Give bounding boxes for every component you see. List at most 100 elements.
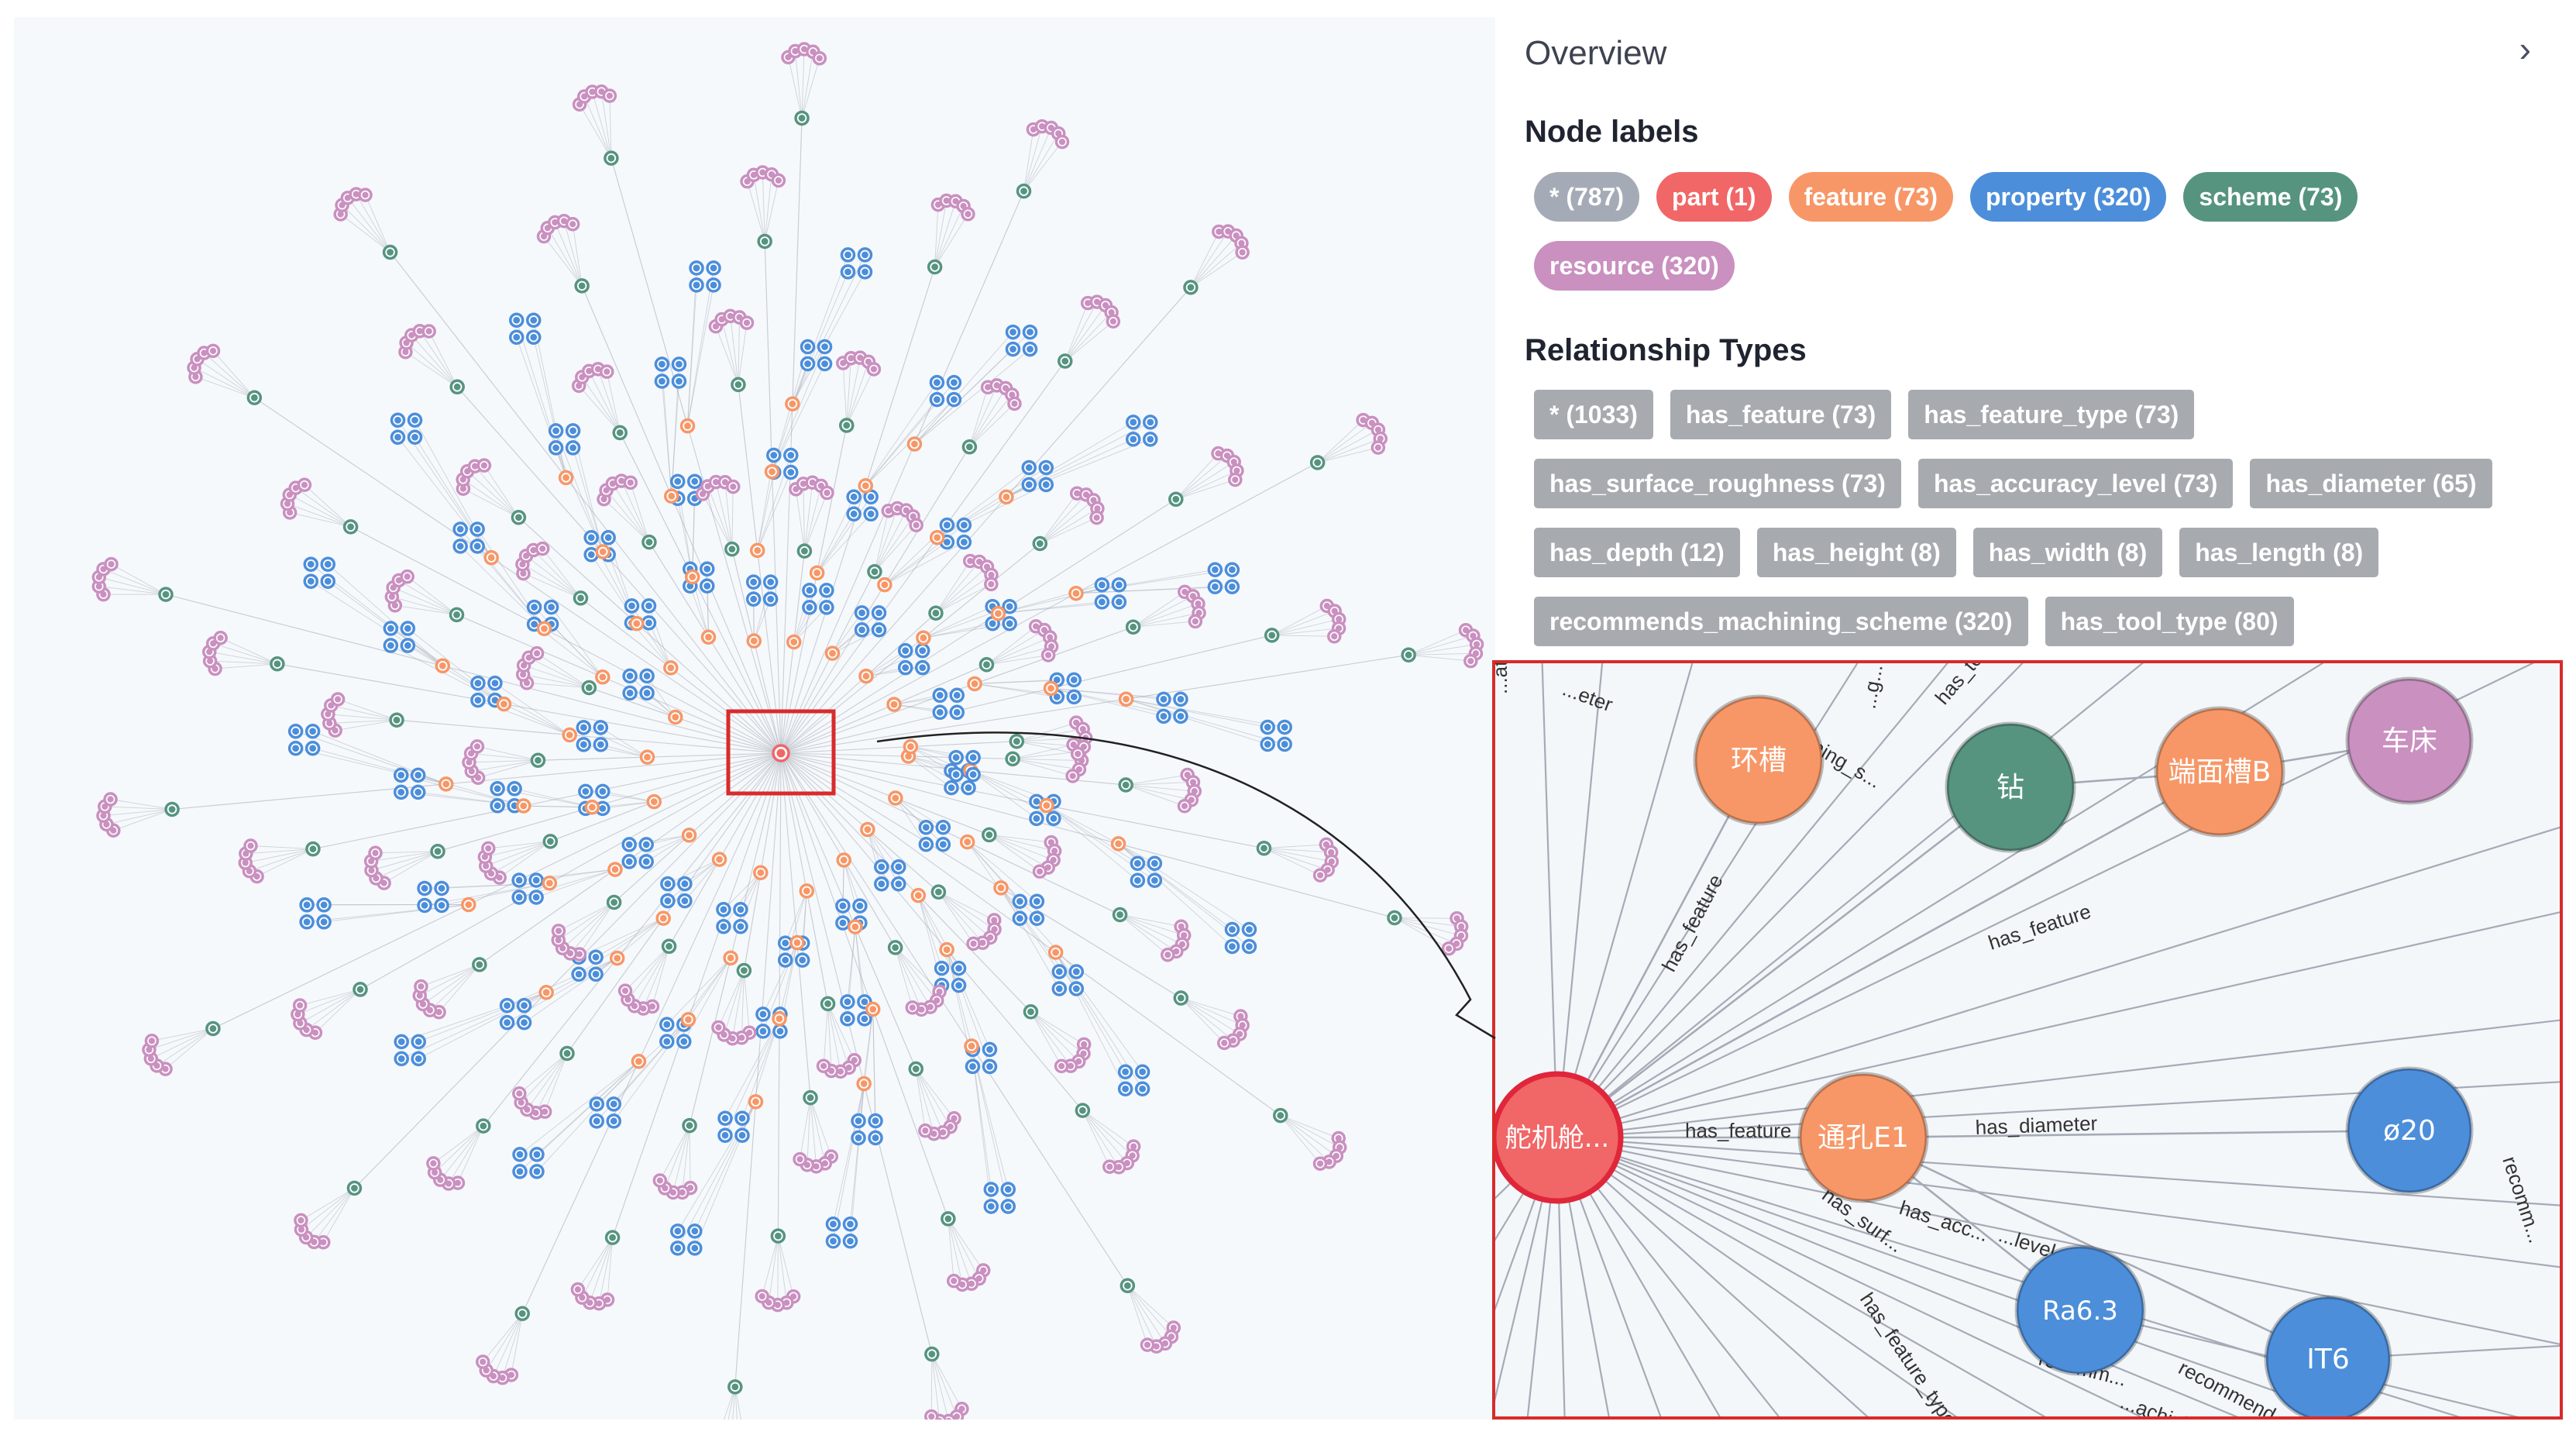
property-node-fill <box>599 787 607 795</box>
zoom-node-property[interactable] <box>2264 1295 2392 1416</box>
property-node-fill <box>1070 676 1078 683</box>
scheme-node-fill <box>273 660 281 668</box>
resource-node-fill <box>1238 239 1245 246</box>
graph-edge <box>113 809 173 831</box>
graph-edge <box>884 542 948 586</box>
graph-edge <box>648 542 709 638</box>
property-node-fill <box>919 647 927 655</box>
graph-edge <box>624 945 669 992</box>
resource-node-fill <box>928 1413 935 1420</box>
feature-node-fill <box>789 400 796 408</box>
graph-edge <box>507 958 617 1007</box>
graph-edge <box>803 492 827 552</box>
zoom-node-feature[interactable] <box>1693 694 1825 826</box>
resource-node-fill <box>913 521 920 528</box>
zoom-node-property[interactable] <box>2345 1066 2474 1195</box>
zoom-node-part[interactable] <box>1495 1071 1624 1204</box>
relationship-type-chip[interactable]: has_length (8) <box>2179 528 2379 577</box>
graph-edge <box>817 497 855 573</box>
relationship-type-chip[interactable]: has_feature_type (73) <box>1908 390 2195 439</box>
graph-edge <box>419 330 458 387</box>
graph-edge <box>536 1061 639 1172</box>
relationship-type-chip[interactable]: has_surface_roughness (73) <box>1534 459 1901 508</box>
resource-node-fill <box>326 720 333 727</box>
graph-svg[interactable] <box>14 17 1495 1420</box>
zoom-node-property[interactable] <box>2014 1244 2146 1376</box>
graph-edge <box>732 1386 736 1420</box>
relationship-type-chip[interactable]: has_diameter (65) <box>2250 459 2492 508</box>
node-label-chip[interactable]: * (787) <box>1534 172 1640 222</box>
relationship-type-chip[interactable]: * (1033) <box>1534 390 1653 439</box>
graph-edge <box>1039 493 1078 544</box>
resource-node-fill <box>759 169 766 176</box>
graph-edge <box>874 508 898 572</box>
graph-edge <box>482 1313 523 1362</box>
graph-edge <box>702 494 733 549</box>
node-label-chip[interactable]: resource (320) <box>1534 241 1735 291</box>
zoom-edge <box>1556 663 2024 1138</box>
graph-edge <box>998 498 1177 614</box>
graph-edge <box>721 319 739 385</box>
graph-edge <box>969 403 1015 448</box>
resource-node-fill <box>1195 601 1202 607</box>
node-label-chip[interactable]: feature (73) <box>1788 172 1953 222</box>
relationship-type-chip[interactable]: has_width (8) <box>1972 528 2163 577</box>
zoom-edge <box>1556 1137 2142 1416</box>
property-node-fill <box>1053 676 1061 683</box>
graph-canvas[interactable] <box>14 17 1495 1420</box>
zoom-node-scheme[interactable] <box>1945 721 2076 853</box>
graph-edge <box>483 958 618 1127</box>
graph-edge <box>724 482 733 549</box>
property-node-fill <box>936 708 944 716</box>
resource-node-fill <box>560 218 568 225</box>
graph-edge <box>1175 479 1236 500</box>
scheme-node-fill <box>476 961 483 969</box>
resource-node-fill <box>539 545 546 552</box>
graph-edge <box>707 586 709 638</box>
graph-edge <box>970 770 1037 819</box>
graph-edge <box>846 358 851 425</box>
node-label-chip[interactable]: property (320) <box>1970 172 2167 222</box>
feature-node-fill <box>813 569 821 576</box>
graph-edge <box>772 346 826 472</box>
resource-node-fill <box>292 484 299 491</box>
feature-node-fill <box>500 700 507 708</box>
relationship-type-chip[interactable]: has_tool_type (80) <box>2045 597 2294 646</box>
property-node-fill <box>521 1019 528 1027</box>
relationship-type-chip[interactable]: has_height (8) <box>1756 528 1956 577</box>
resource-node-fill <box>783 1299 790 1306</box>
graph-edge <box>1280 1115 1340 1148</box>
graph-edge <box>667 859 720 885</box>
property-node-fill <box>548 604 555 611</box>
zoom-node-feature[interactable] <box>2154 706 2285 838</box>
feature-node-fill <box>1115 840 1122 848</box>
feature-node-fill <box>727 954 734 962</box>
relationship-type-chip[interactable]: recommends_machining_scheme (320) <box>1534 597 2028 646</box>
zoom-edge <box>1556 663 2144 1138</box>
graph-edge <box>486 1313 523 1371</box>
node-label-list: * (787) part (1) feature (73) property (320… <box>1534 172 2541 291</box>
zoom-node-feature[interactable] <box>1797 1072 1929 1203</box>
relationship-type-chip[interactable]: has_accuracy_level (73) <box>1917 459 2234 508</box>
property-node-fill <box>674 1244 682 1252</box>
graph-edge <box>375 851 439 854</box>
resource-node-fill <box>951 1278 958 1285</box>
graph-edge <box>1064 321 1114 362</box>
node-label-chip[interactable]: scheme (73) <box>2183 172 2358 222</box>
relationship-type-chip[interactable]: has_feature (73) <box>1670 390 1892 439</box>
zoom-node-resource[interactable] <box>2345 676 2474 805</box>
graph-edge <box>156 1028 214 1066</box>
feature-node-fill <box>672 714 679 721</box>
chevron-right-icon[interactable]: › <box>2519 29 2531 69</box>
relationship-type-chip[interactable]: has_depth (12) <box>1534 528 1740 577</box>
resource-node-fill <box>297 1217 304 1224</box>
graph-edge <box>598 1237 614 1304</box>
zoom-edge <box>1556 770 2220 1139</box>
graph-edge <box>858 1009 874 1121</box>
node-label-chip[interactable]: part (1) <box>1656 172 1772 222</box>
resource-node-fill <box>533 650 541 657</box>
property-node-fill <box>878 880 886 888</box>
graph-edge <box>915 1069 944 1133</box>
